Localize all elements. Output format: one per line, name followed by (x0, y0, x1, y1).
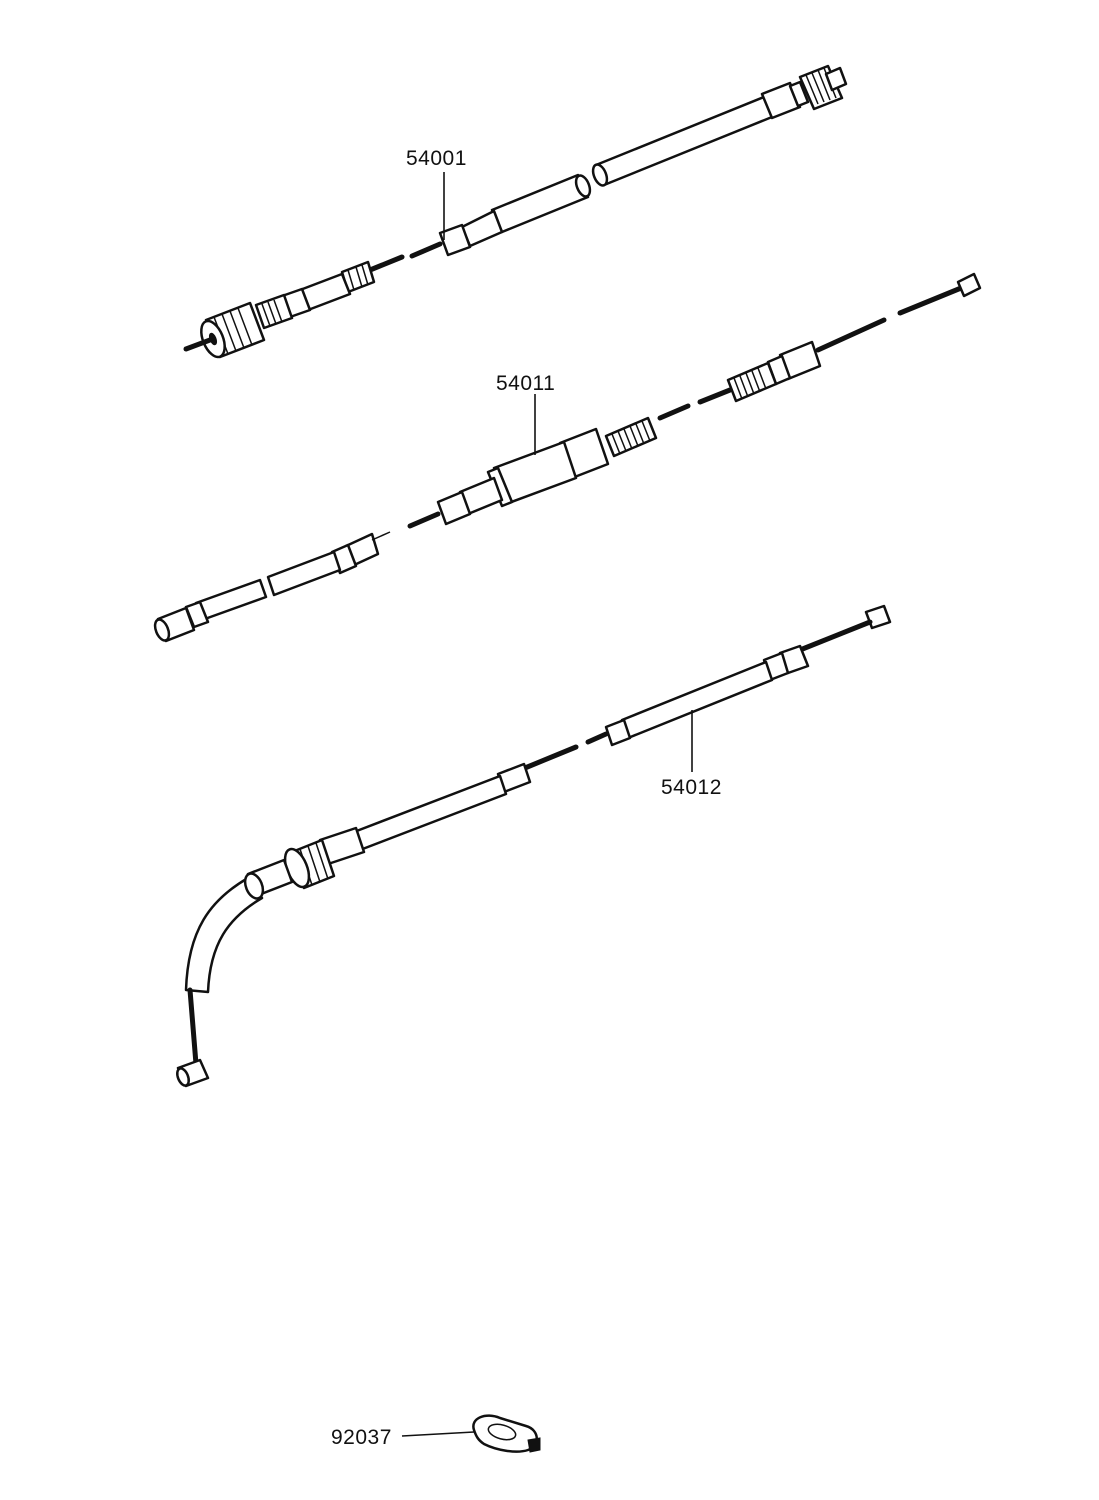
throttle-cable-icon (153, 272, 982, 643)
part-number-label: 54011 (496, 372, 556, 395)
part-number-label: 54012 (661, 776, 722, 799)
part-number-label: 54001 (406, 147, 467, 170)
cable-clamp-icon (472, 1414, 541, 1453)
part-number-label: 92037 (331, 1426, 392, 1449)
speedometer-cable-icon (183, 64, 848, 359)
clutch-cable-icon (176, 604, 892, 1088)
